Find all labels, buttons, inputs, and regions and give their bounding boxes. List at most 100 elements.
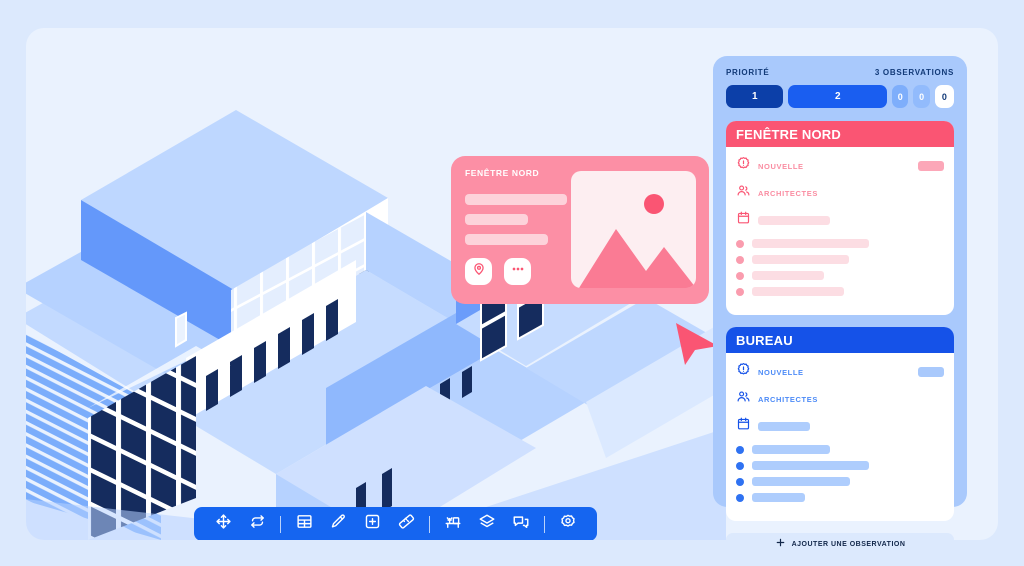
tools-toolbar[interactable]	[194, 507, 597, 540]
date-row	[736, 416, 944, 436]
assignee-row: ARCHITECTES	[736, 389, 944, 409]
observation-card-title: BUREAU	[726, 327, 954, 353]
item-placeholder	[752, 461, 869, 470]
layers-icon	[478, 513, 496, 536]
priority-pill-1[interactable]: 1	[726, 85, 784, 108]
counter-badge-1[interactable]: 0	[892, 85, 909, 108]
pencil-icon	[330, 513, 347, 535]
item-placeholder	[752, 271, 824, 280]
item-placeholder	[752, 239, 869, 248]
refresh-sync-icon	[249, 513, 266, 535]
plus-icon	[775, 535, 786, 553]
table-tool[interactable]	[287, 507, 321, 540]
list-item[interactable]	[736, 493, 944, 502]
alert-badge-icon	[736, 362, 751, 382]
date-placeholder	[758, 215, 830, 225]
priority-filter-row: 1 2 0 0 0	[726, 85, 954, 108]
item-placeholder	[752, 255, 849, 264]
location-pin-button[interactable]	[465, 258, 492, 285]
add-observation-button[interactable]: AJOUTER UNE OBSERVATION	[726, 533, 954, 555]
bullet-dot	[736, 287, 744, 296]
counter-badge-2[interactable]: 0	[913, 85, 930, 108]
item-placeholder	[752, 477, 850, 486]
table-grid-icon	[296, 513, 313, 535]
panel-header: PRIORITÉ 3 OBSERVATIONS	[726, 68, 954, 77]
bullet-dot	[736, 239, 744, 248]
refresh-tool[interactable]	[240, 507, 274, 540]
bullet-dot	[736, 271, 744, 280]
status-text: NOUVELLE	[758, 161, 804, 171]
mouse-cursor	[671, 320, 721, 373]
furniture-tool[interactable]	[436, 507, 470, 540]
bullet-dot	[736, 493, 744, 502]
chat-bubbles-icon	[512, 513, 530, 536]
observation-card-body: NOUVELLE ARCHITECTES	[726, 147, 954, 315]
measure-tool[interactable]	[389, 507, 423, 540]
settings-tool[interactable]	[551, 507, 585, 540]
isometric-building-illustration	[26, 28, 726, 540]
more-options-button[interactable]	[504, 258, 531, 285]
annotation-popover-card[interactable]: FENÊTRE NORD	[451, 156, 709, 304]
bullet-dot	[736, 255, 744, 264]
plus-square-icon	[364, 513, 381, 535]
item-placeholder	[752, 287, 844, 296]
priority-label: PRIORITÉ	[726, 68, 770, 77]
calendar-icon	[736, 416, 751, 436]
observation-items	[736, 239, 944, 296]
status-chip	[918, 161, 944, 171]
toolbar-divider	[429, 515, 430, 533]
location-pin-icon	[472, 262, 486, 281]
list-item[interactable]	[736, 477, 944, 486]
desk-furniture-icon	[444, 513, 462, 536]
ruler-icon	[398, 513, 415, 535]
list-item[interactable]	[736, 287, 944, 296]
users-icon	[736, 183, 751, 203]
observations-count-label: 3 OBSERVATIONS	[874, 68, 954, 77]
status-chip	[918, 367, 944, 377]
date-row	[736, 210, 944, 230]
list-item[interactable]	[736, 255, 944, 264]
observation-items	[736, 445, 944, 502]
placeholder-bar	[465, 234, 548, 245]
list-item[interactable]	[736, 445, 944, 454]
annotation-card-title: FENÊTRE NORD	[465, 168, 540, 178]
add-tool[interactable]	[355, 507, 389, 540]
comments-tool[interactable]	[504, 507, 538, 540]
observations-panel: PRIORITÉ 3 OBSERVATIONS 1 2 0 0 0 FENÊTR…	[713, 56, 967, 555]
list-item[interactable]	[736, 271, 944, 280]
observation-card-body: NOUVELLE ARCHITECTES	[726, 353, 954, 521]
date-placeholder	[758, 421, 810, 431]
move-arrows-icon	[215, 513, 232, 535]
add-observation-label: AJOUTER UNE OBSERVATION	[791, 540, 906, 548]
annotation-card-actions	[465, 258, 531, 285]
placeholder-bar	[465, 214, 528, 225]
gear-icon	[559, 513, 577, 536]
users-icon	[736, 389, 751, 409]
list-item[interactable]	[736, 461, 944, 470]
annotation-placeholder-lines	[465, 194, 581, 254]
observation-card[interactable]: FENÊTRE NORD NOUVELLE	[726, 121, 954, 315]
placeholder-bar	[465, 194, 567, 205]
bullet-dot	[736, 445, 744, 454]
status-row: NOUVELLE	[736, 362, 944, 382]
observation-card[interactable]: BUREAU NOUVELLE	[726, 327, 954, 521]
toolbar-divider	[544, 515, 545, 533]
counter-badge-3[interactable]: 0	[934, 85, 954, 108]
pencil-tool[interactable]	[321, 507, 355, 540]
status-row: NOUVELLE	[736, 156, 944, 176]
status-text: NOUVELLE	[758, 367, 804, 377]
layers-tool[interactable]	[470, 507, 504, 540]
assignee-text: ARCHITECTES	[758, 394, 818, 404]
image-thumbnail[interactable]	[571, 171, 696, 288]
bullet-dot	[736, 461, 744, 470]
toolbar-divider	[280, 515, 281, 533]
item-placeholder	[752, 493, 805, 502]
priority-pill-2[interactable]: 2	[788, 85, 887, 108]
more-options-icon	[510, 261, 526, 282]
calendar-icon	[736, 210, 751, 230]
list-item[interactable]	[736, 239, 944, 248]
observation-card-title: FENÊTRE NORD	[726, 121, 954, 147]
move-tool[interactable]	[206, 507, 240, 540]
assignee-text: ARCHITECTES	[758, 188, 818, 198]
